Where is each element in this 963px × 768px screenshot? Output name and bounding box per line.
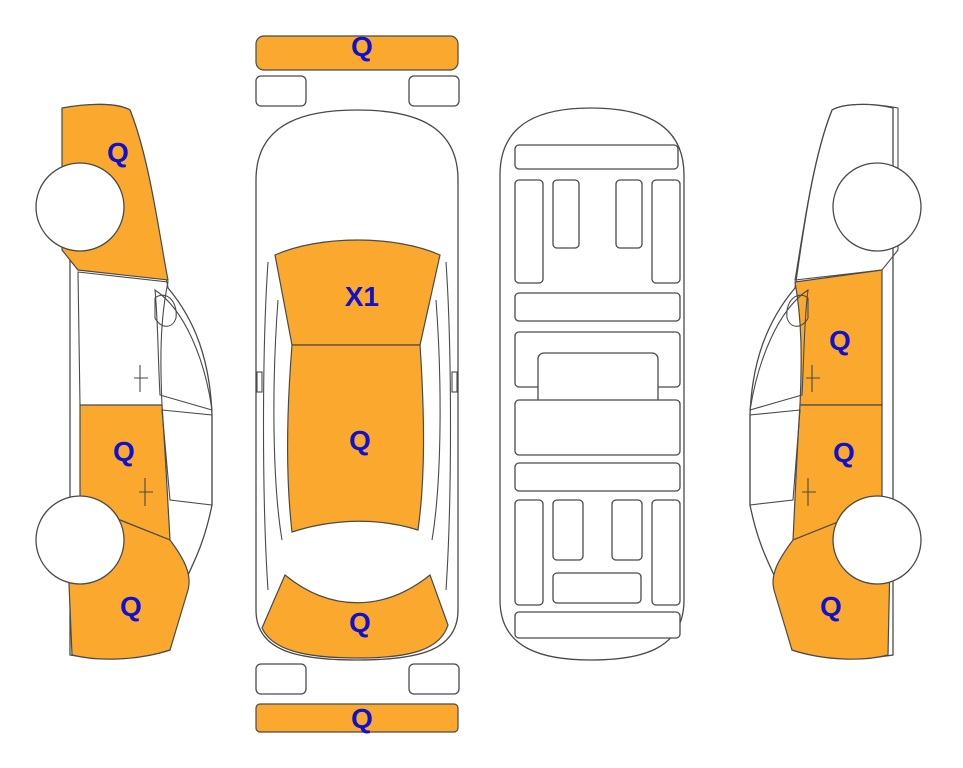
left-side-windows — [154, 288, 213, 506]
underbody-cell-3 — [552, 499, 584, 561]
left-side-view — [35, 103, 213, 660]
underbody-crossmember-2 — [514, 292, 681, 322]
left-rear-door-code: Q — [113, 436, 135, 467]
rear-bumper[interactable] — [255, 703, 459, 733]
right-side-view — [749, 103, 922, 660]
underbody-cell-4 — [611, 499, 643, 561]
boot-lid-code: Q — [349, 607, 371, 638]
left-front-wheel — [35, 162, 125, 252]
underbody-crossmember-1 — [514, 144, 679, 170]
underbody-floor-rear — [514, 399, 681, 456]
right-door-handle-front — [806, 365, 820, 392]
right-rear-wheel — [832, 495, 922, 585]
roof[interactable] — [286, 344, 425, 533]
left-mirror — [154, 294, 177, 327]
top-view-side-lines — [262, 261, 452, 591]
right-rear-door-code: Q — [833, 437, 855, 468]
right-mirror — [786, 294, 809, 327]
right-door-handle-rear — [802, 478, 816, 506]
front-bumper[interactable] — [255, 35, 459, 71]
boot-lid[interactable] — [261, 574, 449, 659]
bonnet[interactable] — [274, 239, 441, 346]
rear-bumper-code: Q — [351, 703, 373, 734]
front-bumper-code: Q — [351, 31, 373, 62]
left-mirror-top — [256, 371, 263, 393]
right-front-door-code: Q — [829, 325, 851, 356]
underbody-crossmember-3 — [514, 462, 681, 492]
left-front-wing-code: Q — [107, 137, 129, 168]
right-front-wheel — [832, 162, 922, 252]
front-left-headlight — [255, 75, 307, 107]
roof-code: Q — [349, 425, 371, 456]
right-front-wing-panel — [794, 103, 899, 281]
underbody-rail-rr — [651, 499, 681, 606]
bonnet-code: X1 — [345, 281, 379, 312]
underbody-cell-5 — [552, 572, 642, 604]
underbody-cell-1 — [552, 179, 580, 249]
top-view — [255, 35, 460, 733]
front-right-headlight — [408, 75, 460, 107]
left-rear-quarter-code: Q — [120, 591, 142, 622]
underbody-rail-rl — [514, 499, 544, 606]
underbody-view — [499, 107, 685, 661]
right-mirror-top — [451, 371, 458, 393]
underbody-cell-2 — [615, 179, 643, 249]
damage-labels: Q X1 Q Q Q Q Q Q Q Q Q — [107, 31, 855, 734]
underbody-crossmember-4 — [514, 611, 681, 639]
underbody-rail-fr — [651, 179, 681, 284]
left-door-handle-front — [134, 365, 148, 392]
right-rear-quarter-code: Q — [820, 591, 842, 622]
underbody-rail-fl — [514, 179, 544, 284]
rear-right-taillight — [408, 663, 460, 695]
rear-left-taillight — [255, 663, 307, 695]
left-rear-wheel — [35, 495, 125, 585]
left-door-handle-rear — [139, 478, 153, 506]
